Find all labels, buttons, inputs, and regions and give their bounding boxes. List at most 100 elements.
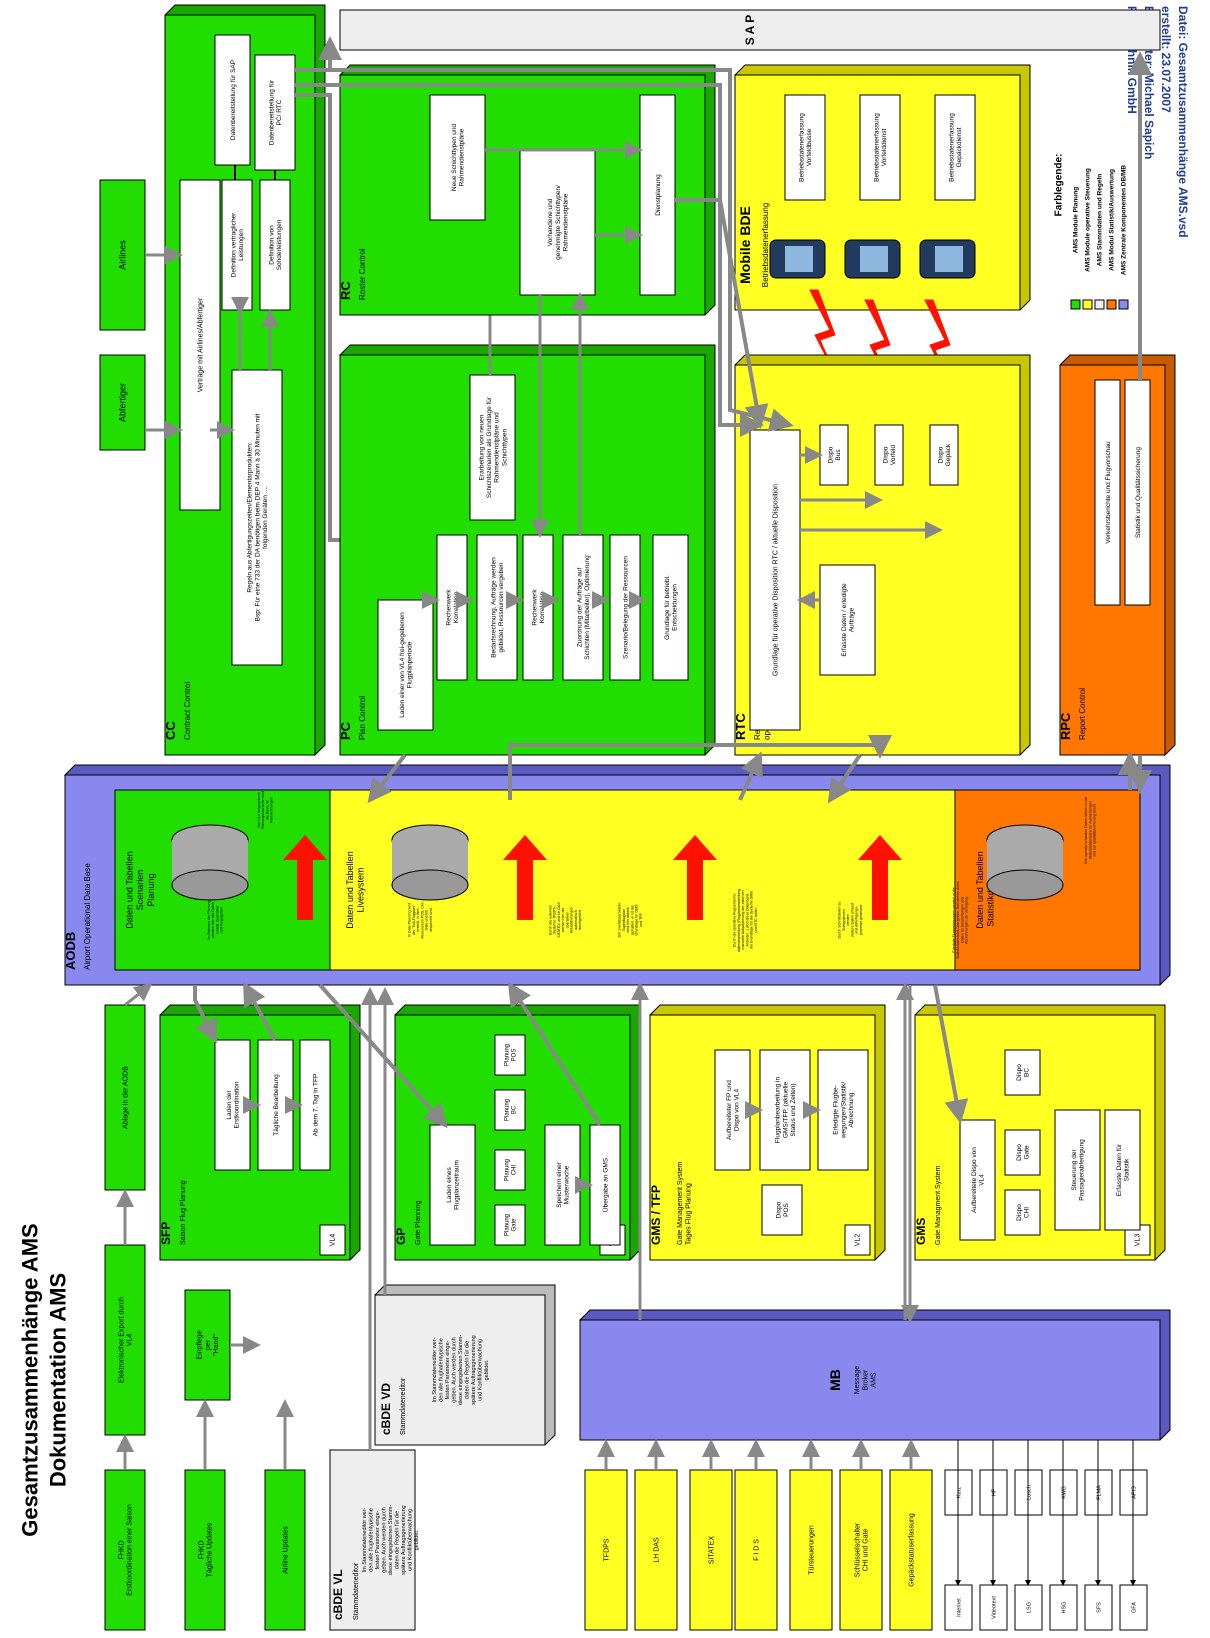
svg-text:Farblegende:: Farblegende: [1054,154,1065,217]
svg-text:KWB: KWB [1061,1486,1067,1499]
svg-text:Gesamtzusammenhänge AMS: Gesamtzusammenhänge AMS [18,1223,43,1536]
cc-box-vertraege-label: Verträge mit Airlines/Abfertiger [197,297,204,392]
svg-text:Durch Schnittstellen zuSubsyst: Durch Schnittstellen zuSubsystemenwerden… [838,902,863,939]
mbde-title: Mobile BDE [737,206,753,284]
input-airline-updates-label: Airline Updates [282,1526,289,1574]
pc-box-bedarf-label: Bedarfsrechnung, Aufträge werdengebildet… [490,557,505,658]
gp-title: GP [394,1228,408,1245]
svg-text:Plan Control: Plan Control [358,696,367,740]
pda-screen-icon [935,246,963,272]
gms-subtitle: Gate Managment System [935,1165,942,1245]
svg-text:Zuordnung der Aufträge aufSchi: Zuordnung der Aufträge aufSchichten (Mit… [576,555,591,660]
svg-text:AMS Module Planung: AMS Module Planung [1072,187,1079,253]
svg-text:Videotext: Videotext [991,1596,997,1619]
cc-box-abfertiger-label: Abfertiger [118,383,128,422]
aodb-note: Durch Schnittstellen zuSubsystemenwerden… [838,902,863,939]
title-sub: Dokumentation AMS [46,1273,71,1487]
mbde-subtitle: Betriebsdatenerfassung [761,203,770,288]
output-box-a-label: Videotext [991,1596,997,1619]
output-box-b-label: Kurz [956,1487,962,1499]
svg-text:Saison Flug Planung: Saison Flug Planung [180,1180,187,1245]
svg-text:SFP: SFP [159,1222,173,1245]
cc-box-airlines-label: Airlines [118,240,128,270]
svg-text:Betriebsdatenerfassung: Betriebsdatenerfassung [761,203,770,288]
output-box-a-label: GFA [1131,1602,1137,1613]
svg-text:Airport Operational Data Base: Airport Operational Data Base [83,863,92,970]
svg-text:Definition vonSonderleistungen: Definition vonSonderleistungen [268,219,283,270]
output-box-a-label: HSG [1061,1602,1067,1614]
interface-box-label: LH DAS [653,1537,660,1563]
rc-title: RC [338,281,353,300]
rtc-box-dispo-vorfeld-label: DispoVorfeld [882,445,897,466]
svg-text:VL4: VL4 [329,1234,336,1247]
cbde-vl-text: Im Stammdateneditor wer-den alle flughaf… [362,1505,420,1575]
svg-text:VL3: VL3 [1134,1234,1141,1247]
gmstfp-tag-label: VL2 [854,1234,861,1247]
svg-text:APIS: APIS [1131,1486,1137,1499]
interface-box-label: SchlüsselschalterCHI und Gate [854,1522,869,1577]
pda-screen-icon [860,246,888,272]
interface-box-label: SITATEX [708,1536,715,1564]
pc-box-szenario-label: Szenario/Belegung der Ressourcen [622,556,629,659]
cc-box-sap-label: Datenbereitstellung für SAP [230,60,237,140]
svg-text:RC: RC [338,281,353,300]
svg-text:Stammdateneditor: Stammdateneditor [400,1377,407,1435]
sfp-box-tag7-label: Ab dem 7. Tag in TFP [312,1074,319,1137]
gp-box-gms-label: Übergabe an GMS [601,1157,609,1212]
svg-text:HSG: HSG [1061,1602,1067,1614]
database-bottom-icon [987,870,1063,900]
output-box-b-label: HF [991,1488,997,1496]
svg-text:RechenwerkKorrelation: RechenwerkKorrelation [531,589,546,626]
svg-text:CC: CC [163,721,178,740]
svg-text:Szenario/Belegung der Ressourc: Szenario/Belegung der Ressourcen [622,556,629,659]
svg-text:Ablage in der AODB: Ablage in der AODB [122,1066,129,1129]
svg-text:MB: MB [827,1369,843,1391]
svg-text:Gate Managment System: Gate Managment System [935,1165,942,1245]
title-main: Gesamtzusammenhänge AMS [18,1223,43,1536]
svg-text:SFS: SFS [1096,1602,1102,1613]
sfp-subtitle: Saison Flug Planung [180,1180,187,1245]
sap-label: S A P [743,15,757,45]
svg-text:Ab dem 7. Tag in TFP: Ab dem 7. Tag in TFP [312,1074,319,1137]
interface-box-label: Türsteuerungen [808,1525,815,1575]
legend-swatch [1071,300,1080,309]
cc-subtitle: Contract Control [183,682,192,740]
legend-title: Farblegende: [1054,154,1065,217]
pc-box-grundlage-label: Grundlage für betriebl.Entscheidungen [664,575,679,640]
svg-text:FLMA: FLMA [1096,1485,1102,1500]
rc-box-neu-label: Neue Schichttypen undRahmendienstpläne [451,124,466,192]
cc-title: CC [163,721,178,740]
svg-text:Im Stammdateneditor wer-den al: Im Stammdateneditor wer-den alle flughaf… [432,1335,490,1405]
svg-text:RPC: RPC [1058,712,1073,740]
svg-text:Mobile BDE: Mobile BDE [737,206,753,284]
svg-text:GMS: GMS [914,1218,928,1245]
legend-swatch [1083,300,1092,309]
cbde-vd-subtitle: Stammdateneditor [400,1377,407,1435]
svg-text:Airline Updates: Airline Updates [282,1526,289,1574]
svg-text:Tägliche Bearbeitung: Tägliche Bearbeitung [273,1074,280,1136]
output-box-b-label: Losch [1026,1485,1032,1500]
svg-text:Grundlage für betriebl.Entsche: Grundlage für betriebl.Entscheidungen [664,575,679,640]
svg-text:VL2: VL2 [854,1234,861,1247]
svg-text:TFDPS: TFDPS [603,1538,610,1561]
database-bottom-icon [392,870,468,900]
svg-text:HF: HF [991,1488,997,1496]
sfp-title: SFP [159,1222,173,1245]
output-box-a-label: LSG [1026,1602,1032,1613]
svg-text:Laden einesFlugplanzeitraum: Laden einesFlugplanzeitraum [446,1160,461,1210]
svg-text:Bedarfsrechnung, Aufträge werd: Bedarfsrechnung, Aufträge werdengebildet… [490,557,505,658]
cc-box-def-sonder-label: Definition vonSonderleistungen [268,219,283,270]
svg-text:Grundlage für operative Dispos: Grundlage für operative Disposition RTC … [772,484,779,676]
pc-box-zuordnung-label: Zuordnung der Aufträge aufSchichten (Mit… [576,555,591,660]
cbde-vd-title: cBDE VD [379,1383,393,1435]
svg-text:AMS Stammdaten und Regeln: AMS Stammdaten und Regeln [1096,174,1103,266]
svg-text:PC: PC [338,721,353,740]
output-box-b-label: KWB [1061,1486,1067,1499]
legend-swatch [1095,300,1104,309]
rpc-title: RPC [1058,712,1073,740]
svg-text:Abfertiger: Abfertiger [118,383,128,422]
pc-title: PC [338,721,353,740]
svg-text:Kurz: Kurz [956,1487,962,1499]
